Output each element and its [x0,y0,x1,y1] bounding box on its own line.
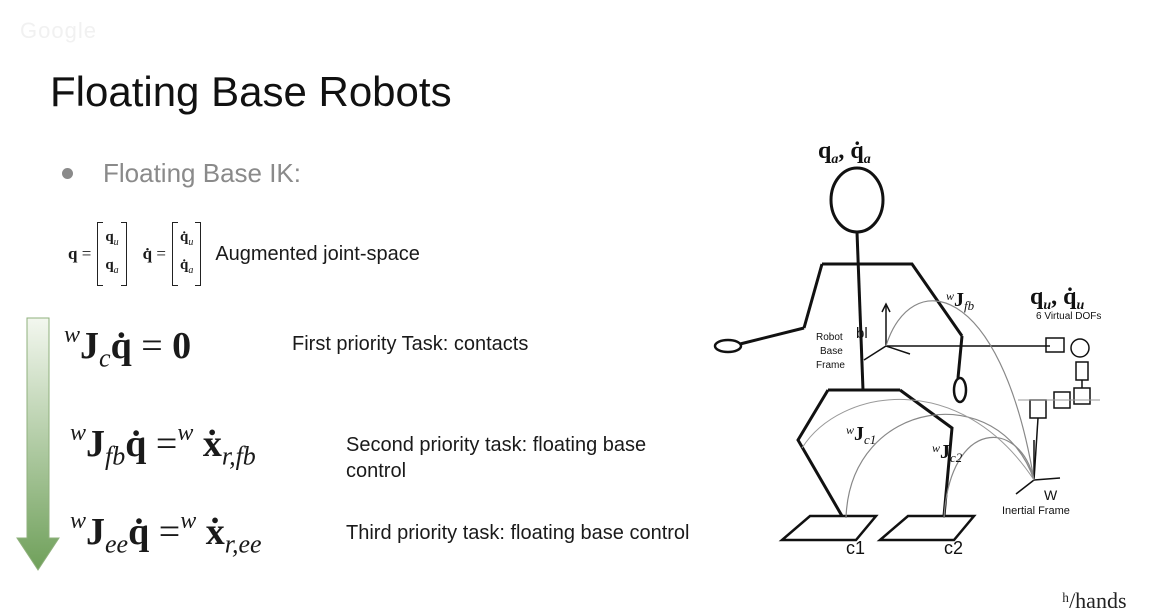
task3-equation: wJeeq̇ =w ẋr,ee [70,508,262,559]
c1-label: c1 [846,538,865,558]
augmented-label: Augmented joint-space [215,242,420,265]
robot-diagram: qa, q̇a [700,128,1140,568]
inertial-frame-label: Inertial Frame [1002,505,1070,517]
robot-base-frame-label-3: Frame [816,360,845,371]
bullet-dot-icon [62,168,73,179]
w-label: W [1044,487,1058,503]
task3-label: Third priority task: floating base contr… [346,522,690,544]
bullet-item: Floating Base IK: [62,158,301,189]
robot-head [829,166,885,234]
robot-base-frame-label-1: Robot [816,332,843,343]
bullet-text: Floating Base IK: [103,158,301,188]
virtual-joint-label: qu, q̇u [1030,284,1085,313]
task2-equation: wJfbq̇ =w ẋr,fb [70,420,256,471]
task1-equation: wJcq̇ = 0 [64,322,192,373]
robot-base-frame-label-2: Base [820,346,843,357]
task2-label: Second priority task: floating base cont… [346,434,647,482]
jfb-label: wJfb [946,289,975,313]
slide-title: Floating Base Robots [50,68,452,115]
c2-label: c2 [944,538,963,558]
right-hand [952,376,968,404]
task1-label: First priority Task: contacts [292,333,529,355]
jc1-label: wJc1 [846,423,876,447]
priority-arrow [16,316,60,572]
jc2-label: wJc2 [932,441,963,465]
left-hand [713,338,743,354]
watermark-logo: Google [20,18,97,43]
virtual-dof-caption: 6 Virtual DOFs [1036,311,1101,322]
footer-logo: ʰ/hands [1062,588,1127,613]
bl-label: bl [856,325,868,342]
top-joint-label: qa, q̇a [818,138,871,167]
